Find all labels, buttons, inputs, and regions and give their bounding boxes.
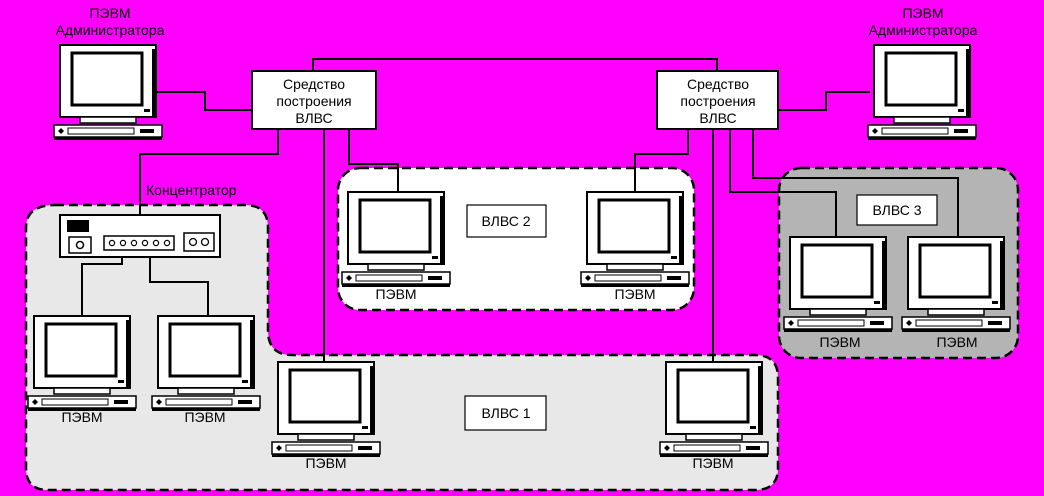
vlan2-pc-left: ПЭВМ (340, 190, 452, 302)
router-left: Средство построения ВЛВС (251, 70, 377, 130)
vlan1-pc-right: ПЭВМ (658, 360, 770, 471)
desktop-pc-icon (579, 190, 691, 289)
hub-pc2-link (149, 256, 209, 316)
router-vlan3-right-link (752, 129, 959, 237)
router-vlan2-left-link (348, 129, 399, 192)
router-left-line3: ВЛВС (295, 110, 332, 126)
pc-label: ПЭВМ (614, 286, 655, 302)
connection-lines (81, 58, 959, 362)
pc-label: ПЭВМ (305, 455, 346, 471)
admin-right-label-2: Администратора (869, 22, 978, 38)
desktop-pc-icon (26, 314, 138, 413)
hub-pc1-link (81, 256, 123, 316)
pc-label: ПЭВМ (936, 334, 977, 350)
router-right-line1: Средство (687, 76, 749, 92)
admin-left-label-2: Администратора (56, 22, 165, 38)
router-right-line3: ВЛВС (699, 110, 736, 126)
pc-label: ПЭВМ (61, 409, 102, 425)
vlan2-label: ВЛВС 2 (481, 213, 530, 229)
router-left-line1: Средство (283, 76, 345, 92)
admin-right-pc: ПЭВМ Администратора (866, 5, 978, 142)
pc-label: ПЭВМ (184, 409, 225, 425)
router-right: Средство построения ВЛВС (656, 70, 779, 130)
router-hub-link (139, 129, 279, 215)
desktop-pc-icon (52, 43, 164, 142)
admin-right-link (778, 91, 870, 111)
vlan2-pc-right: ПЭВМ (579, 190, 691, 302)
pc-label: ПЭВМ (692, 455, 733, 471)
admin-left-pc: ПЭВМ Администратора (52, 5, 165, 142)
vlan3-pc-left: ПЭВМ (782, 235, 894, 350)
desktop-pc-icon (866, 43, 978, 142)
desktop-pc-icon (270, 360, 382, 459)
network-hub-icon (59, 214, 221, 258)
desktop-pc-icon (340, 190, 452, 289)
desktop-pc-icon (150, 314, 262, 413)
vlan1-pc-left: ПЭВМ (270, 360, 382, 471)
hub-label: Концентратор (146, 182, 237, 198)
admin-left-link (155, 91, 252, 111)
vlan1-hub-pc-2: ПЭВМ (150, 314, 262, 425)
admin-left-label-1: ПЭВМ (89, 5, 130, 21)
router-left-line2: построения (276, 93, 351, 109)
admin-right-label-1: ПЭВМ (902, 5, 943, 21)
router-link (312, 58, 718, 71)
desktop-pc-icon (782, 235, 894, 334)
pc-label: ПЭВМ (375, 286, 416, 302)
desktop-pc-icon (658, 360, 770, 459)
vlan3-label: ВЛВС 3 (872, 202, 921, 218)
router-vlan2-right-link (634, 129, 689, 192)
vlan1-zone (24, 203, 780, 492)
vlan1-label: ВЛВС 1 (481, 405, 530, 421)
pc-label: ПЭВМ (819, 334, 860, 350)
vlan3-pc-right: ПЭВМ (900, 235, 1012, 350)
vlan1-hub-pc-1: ПЭВМ (26, 314, 138, 425)
router-vlan3-left-link (729, 129, 837, 237)
router-right-line2: построения (680, 93, 755, 109)
desktop-pc-icon (900, 235, 1012, 334)
